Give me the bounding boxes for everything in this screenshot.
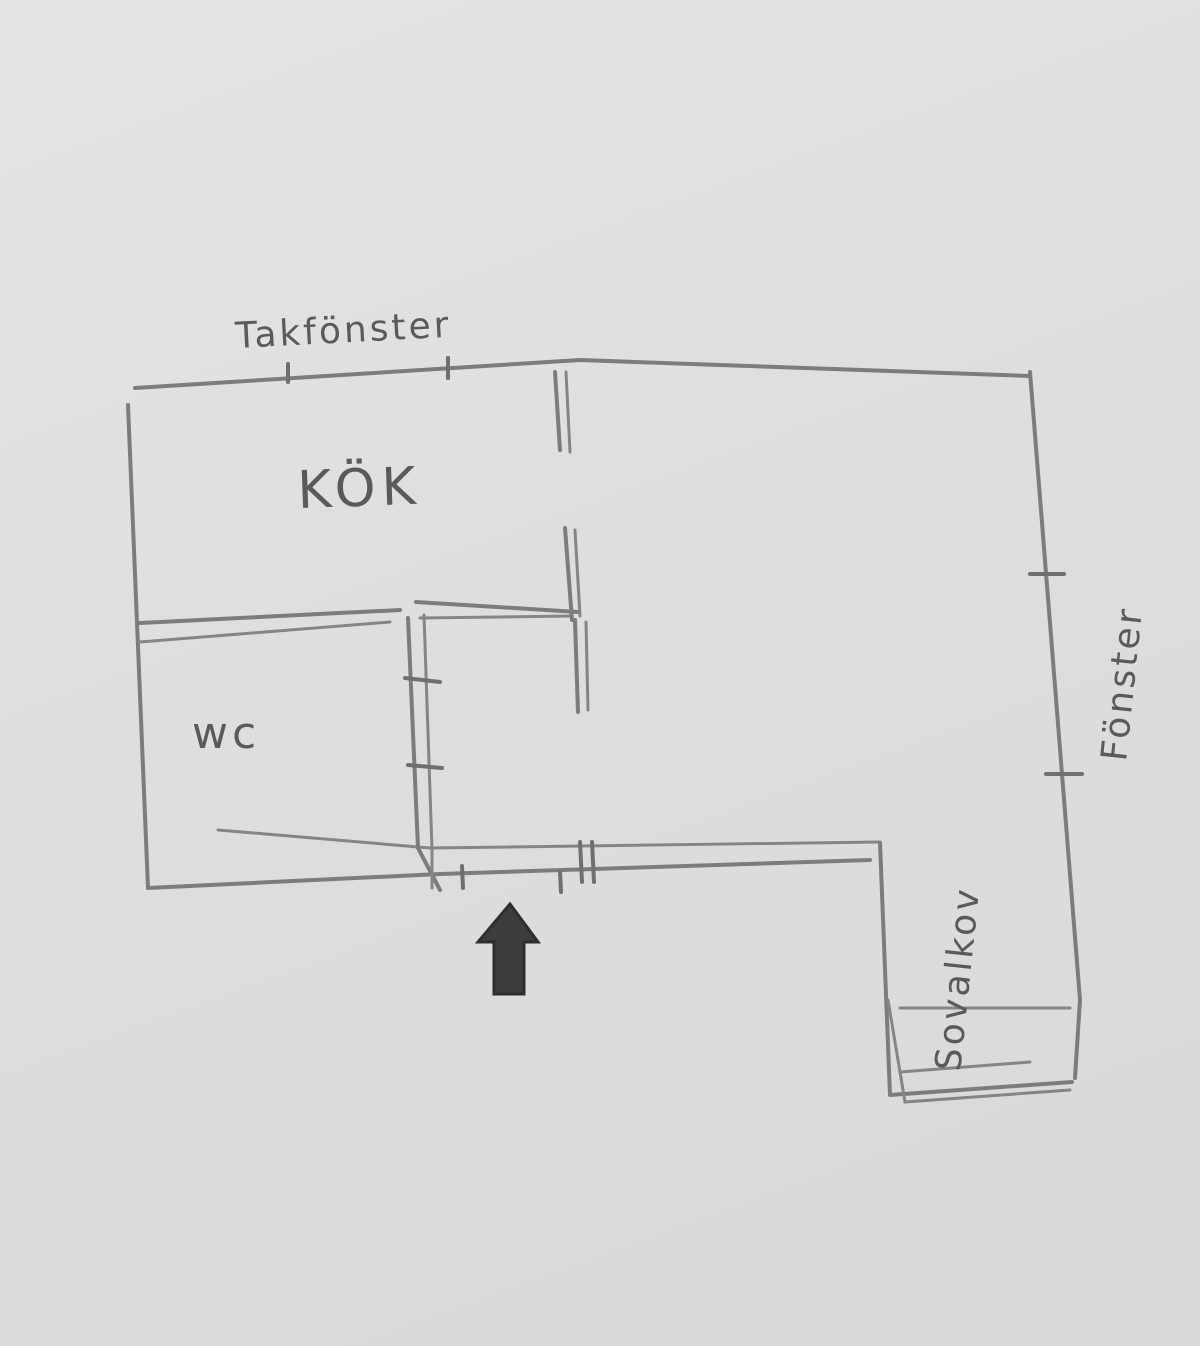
- door-tick-right: [558, 870, 563, 894]
- roof-window-label: Takfönster: [233, 305, 452, 357]
- partition-bottom-inner: [584, 620, 590, 712]
- entrance-arrow-icon: [474, 901, 541, 996]
- window-label: Fönster: [1094, 604, 1151, 763]
- kitchen-wc-wall-inner: [138, 620, 392, 644]
- sleeping-alcove-label: Sovalkov: [928, 885, 988, 1073]
- alcove-left-wall: [878, 841, 1074, 1097]
- partition-top-inner: [564, 370, 572, 454]
- left-wall: [126, 403, 150, 890]
- partition-middle-inner: [573, 528, 582, 618]
- right-wall: [1028, 370, 1082, 1080]
- door-tick-left: [460, 864, 465, 890]
- wc-door-mark-top: [403, 676, 442, 684]
- alcove-bed-bottom: [898, 1060, 1032, 1074]
- kitchen-hall-wall: [414, 600, 580, 614]
- kitchen-hall-wall-inner: [418, 614, 574, 620]
- door-jamb-2: [590, 840, 596, 884]
- door-jamb-1: [578, 840, 584, 884]
- bottom-wall-inner: [216, 828, 882, 850]
- wc-door-mark-bottom: [406, 763, 444, 770]
- kitchen-wc-wall: [138, 608, 402, 625]
- kitchen-label: KÖK: [296, 456, 422, 521]
- top-wall: [133, 358, 1032, 390]
- alcove-inner-left: [886, 998, 1072, 1104]
- wc-vertical-wall-inner: [422, 613, 434, 890]
- partition-top: [553, 370, 562, 452]
- partition-bottom: [573, 618, 580, 714]
- bottom-wall: [146, 858, 872, 890]
- partition-middle: [563, 526, 574, 622]
- wc-label: wc: [192, 708, 260, 759]
